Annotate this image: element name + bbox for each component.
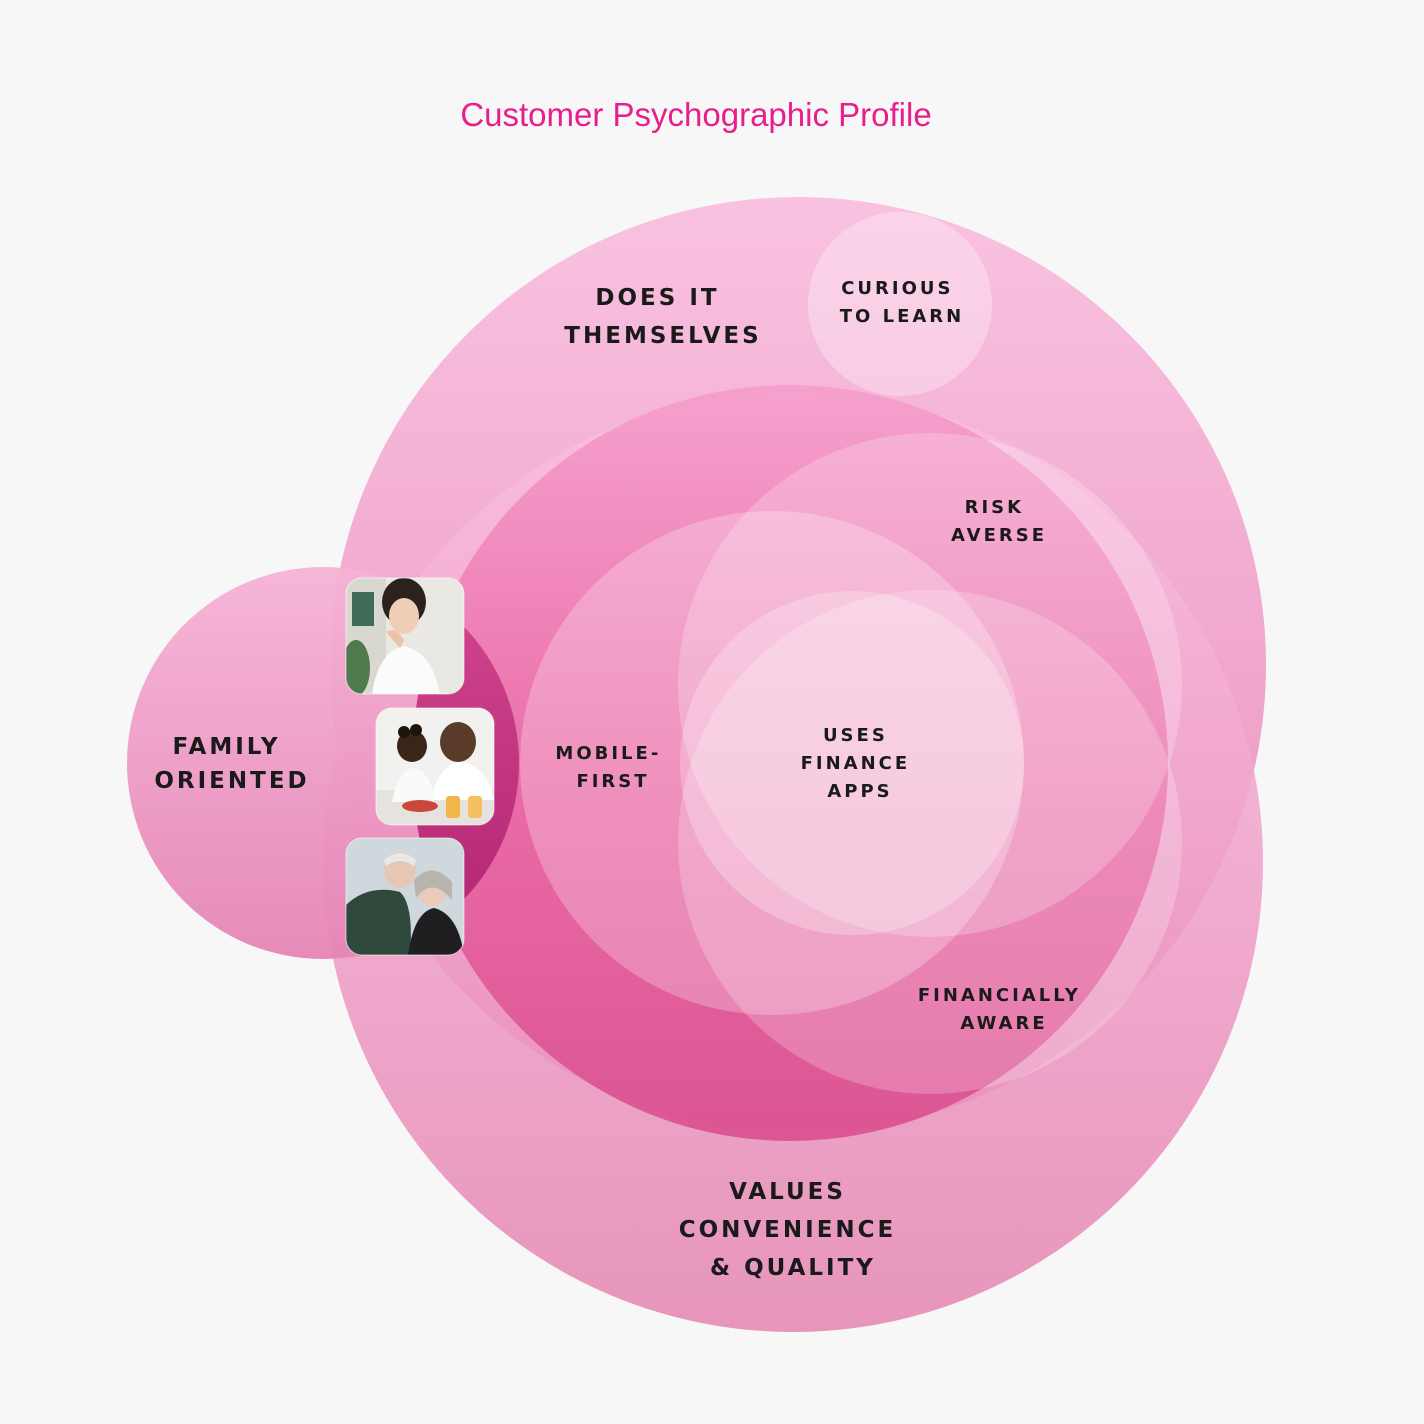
circle-mobile-first (520, 511, 1024, 1015)
circle-curious-to-learn (808, 212, 992, 396)
father-child-photo (376, 708, 494, 825)
circle-financially-aware (678, 590, 1182, 1094)
woman-portrait-photo (346, 578, 464, 694)
label-risk-averse: RISK AVERSE (951, 497, 1047, 546)
label-mobile-first: MOBILE- FIRST (555, 743, 670, 792)
label-does-it-themselves: DOES IT THEMSELVES (564, 285, 761, 349)
circle-risk-averse (678, 433, 1182, 937)
label-curious-to-learn: CURIOUS TO LEARN (840, 278, 964, 327)
label-values-convenience: VALUES CONVENIENCE & QUALITY (679, 1179, 908, 1281)
circle-uses-finance-apps (680, 591, 1024, 935)
label-financially-aware: FINANCIALLY AWARE (918, 985, 1090, 1034)
circle-core-segment (412, 385, 1168, 1141)
page-title: Customer Psychographic Profile (460, 96, 932, 133)
elderly-couple-photo (346, 838, 464, 955)
label-family-oriented: FAMILY ORIENTED (154, 734, 309, 794)
label-uses-finance-apps: USES FINANCE APPS (801, 725, 920, 802)
